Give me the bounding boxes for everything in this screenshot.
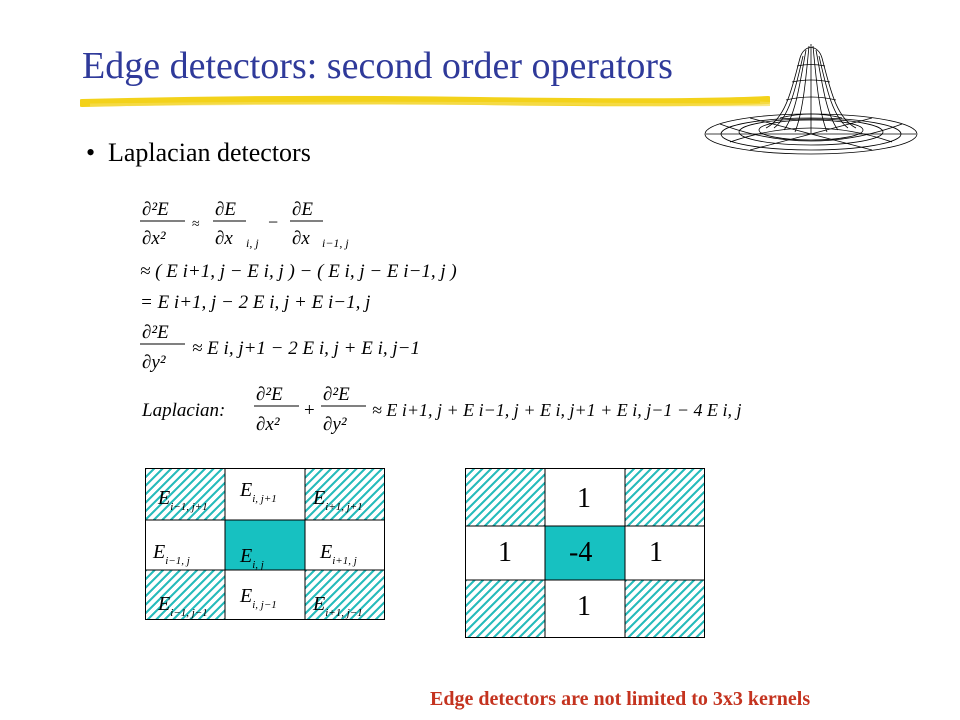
neighborhood-grid-lines	[145, 468, 385, 620]
eq5-denominator-2: ∂y²	[323, 414, 347, 435]
kernel-cell-top-center	[545, 468, 625, 526]
eq1-sub1: i, j	[246, 236, 259, 250]
label-e-ip1-jp1: Ei+1, j+1	[313, 487, 363, 513]
label-e-im1-j: Ei−1, j	[153, 541, 190, 567]
eq5-denominator-1: ∂x²	[256, 414, 280, 435]
label-e-im1-jm1: Ei−1, j−1	[158, 593, 208, 619]
eq4-rhs: ≈ E i, j+1 − 2 E i, j + E i, j−1	[192, 338, 420, 359]
kernel-value-top: 1	[577, 483, 591, 514]
bullet-laplacian: • Laplacian detectors	[86, 138, 311, 168]
label-e-ip1-j: Ei+1, j	[320, 541, 357, 567]
eq1-de: ∂E	[215, 199, 236, 220]
eq1-minus: −	[268, 212, 278, 232]
eq5-numerator-1: ∂²E	[256, 384, 283, 405]
label-e-i-j: Ei, j	[240, 545, 264, 571]
equation-line-3: = E i+1, j − 2 E i, j + E i−1, j	[140, 292, 370, 313]
kernel-cell-middle-left	[465, 526, 545, 580]
footer-note: Edge detectors are not limited to 3x3 ke…	[430, 688, 811, 710]
grid-cell-top-center	[225, 468, 305, 520]
eq5-numerator-2: ∂²E	[323, 384, 350, 405]
eq1-dx-2: ∂x	[292, 228, 310, 249]
mexican-hat-surface-icon	[704, 44, 918, 155]
eq4-denominator: ∂y²	[142, 352, 166, 373]
eq5-label: Laplacian:	[141, 400, 225, 421]
eq1-numerator: ∂²E	[142, 199, 169, 220]
grid-cell-bottom-right	[305, 570, 385, 620]
kernel-grid-lines	[465, 468, 705, 638]
label-e-ip1-jm1: Ei+1, j−1	[313, 593, 363, 619]
neighborhood-grid: Ei−1, j+1 Ei, j+1 Ei+1, j+1 Ei−1, j Ei, …	[145, 468, 385, 620]
grid-cell-middle-left	[145, 520, 225, 570]
label-e-i-jm1: Ei, j−1	[240, 585, 277, 611]
label-e-i-jp1: Ei, j+1	[240, 479, 277, 505]
kernel-cell-bottom-center	[545, 580, 625, 638]
grid-cell-top-right	[305, 468, 385, 520]
bullet-dot: •	[86, 138, 96, 167]
kernel-cell-top-right	[625, 468, 705, 526]
eq1-approx: ≈	[192, 217, 200, 232]
equation-line-5: Laplacian: ∂²E ∂x² + ∂²E ∂y² ≈ E i+1, j …	[141, 384, 742, 435]
kernel-value-center: -4	[569, 537, 593, 568]
grid-cell-middle-right	[305, 520, 385, 570]
laplacian-kernel-grid: 1 1 -4 1 1	[465, 468, 705, 638]
kernel-value-right: 1	[649, 537, 663, 568]
bullet-text: Laplacian detectors	[108, 138, 311, 167]
kernel-cell-bottom-left	[465, 580, 545, 638]
kernel-cell-bottom-right	[625, 580, 705, 638]
title-underline	[80, 95, 770, 107]
eq5-plus: +	[304, 400, 315, 421]
slide-title: Edge detectors: second order operators	[82, 45, 673, 87]
eq1-denominator: ∂x²	[142, 228, 166, 249]
eq4-numerator: ∂²E	[142, 322, 169, 343]
equation-line-1: ∂²E ∂x² ≈ ∂E ∂x i, j − ∂E ∂x i−1, j	[140, 199, 349, 250]
kernel-value-bottom: 1	[577, 591, 591, 622]
grid-cell-bottom-center	[225, 570, 305, 620]
grid-cell-bottom-left	[145, 570, 225, 620]
grid-cell-top-left	[145, 468, 225, 520]
equation-line-4: ∂²E ∂y² ≈ E i, j+1 − 2 E i, j + E i, j−1	[140, 322, 420, 373]
kernel-cell-middle-right	[625, 526, 705, 580]
equation-line-2: ≈ ( E i+1, j − E i, j ) − ( E i, j − E i…	[140, 261, 457, 282]
label-e-im1-jp1: Ei−1, j+1	[158, 487, 208, 513]
eq5-rhs: ≈ E i+1, j + E i−1, j + E i, j+1 + E i, …	[372, 400, 742, 420]
kernel-value-left: 1	[498, 537, 512, 568]
eq1-de-2: ∂E	[292, 199, 313, 220]
kernel-cell-top-left	[465, 468, 545, 526]
eq1-dx: ∂x	[215, 228, 233, 249]
grid-cell-center	[225, 520, 305, 570]
eq1-sub2: i−1, j	[322, 236, 349, 250]
kernel-cell-center	[545, 526, 625, 580]
